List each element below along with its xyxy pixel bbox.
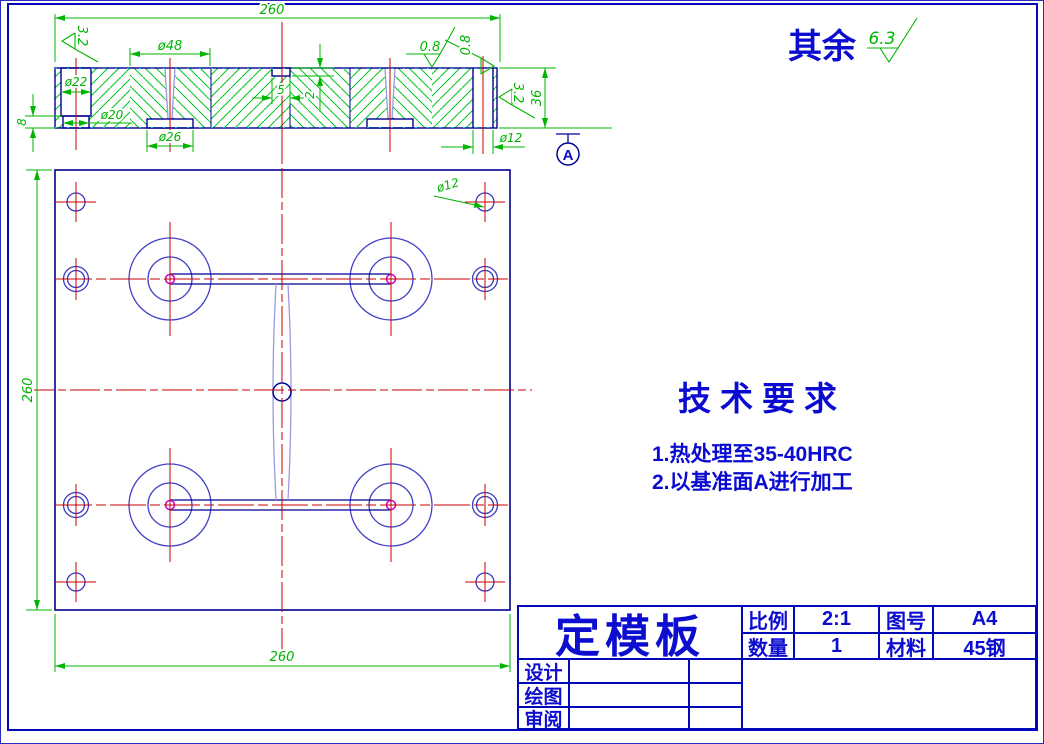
title-block-drawing-no-label: 图号 <box>880 607 934 634</box>
roughness-symbol-top-left <box>60 32 99 63</box>
roughness-symbol-top-right <box>444 39 496 75</box>
dim-hole: ø20 <box>100 108 124 122</box>
centerlines <box>24 22 532 656</box>
roughness-symbol-top <box>406 26 456 69</box>
roughness-symbol-general <box>867 17 918 64</box>
tech-req-item-2: 2.以基准面A进行加工 <box>652 471 853 494</box>
runner-channels <box>170 273 391 511</box>
title-block-qty-label: 数量 <box>743 634 795 660</box>
dim-plan-width: 260 <box>270 650 295 665</box>
dim-pin-base: ø26 <box>158 130 182 144</box>
roughness-right-value: 3.2 <box>510 83 525 104</box>
dim-notch-width: 5 <box>277 83 285 97</box>
title-block-drawing-no-value: A4 <box>934 607 1035 634</box>
title-block-material-value: 45钢 <box>934 634 1035 660</box>
taper-pin-edges <box>164 67 396 120</box>
roughness-symbol-right <box>497 88 536 119</box>
title-block: 定模板 比例 2:1 图号 A4 数量 1 材料 45钢 设计 绘图 审阅 <box>517 605 1037 730</box>
title-block-scale-label: 比例 <box>743 607 795 634</box>
dim-plan-height: 260 <box>21 378 36 403</box>
dim-notch-depth: 2 <box>303 91 317 99</box>
dimension-texts: 260 ø48 ø22 ø20 ø26 5 2 36 ø12 8 260 260… <box>13 1 898 667</box>
roughness-top-left-value: 3.2 <box>74 26 89 47</box>
dim-side-hole: ø12 <box>499 131 523 145</box>
cyan-dashes <box>55 68 497 128</box>
title-block-drafter-label: 绘图 <box>519 684 570 708</box>
title-block-scale-value: 2:1 <box>795 607 880 634</box>
dimension-lines <box>25 14 612 672</box>
roughness-top-value: 0.8 <box>420 40 441 55</box>
title-block-material-label: 材料 <box>880 634 934 660</box>
dim-corner-hole: ø12 <box>434 175 461 195</box>
surface-note-label: 其余 <box>788 27 857 66</box>
title-block-reviewer-date <box>690 708 743 728</box>
title-block-reviewer-label: 审阅 <box>519 708 570 728</box>
dim-counterbore: ø22 <box>64 75 88 89</box>
section-view <box>54 67 498 129</box>
roughness-symbols <box>60 17 918 119</box>
roughness-top-right-value: 0.8 <box>459 35 474 56</box>
title-block-qty-value: 1 <box>795 634 880 660</box>
title-block-drafter-value <box>570 684 690 708</box>
title-block-designer-date <box>690 660 743 684</box>
datum-a: A <box>556 133 580 166</box>
title-block-designer-label: 设计 <box>519 660 570 684</box>
drawing-frame <box>7 3 1038 731</box>
tech-req-item-1: 1.热处理至35-40HRC <box>652 443 853 466</box>
title-block-reviewer-value <box>570 708 690 728</box>
tech-req-title: 技术要求 <box>678 380 846 417</box>
title-block-empty-area <box>743 660 1035 728</box>
dim-section-height: 36 <box>530 90 545 107</box>
dim-step: 8 <box>15 118 29 126</box>
datum-a-label: A <box>563 147 574 164</box>
dim-pin-head: ø48 <box>157 39 183 54</box>
dim-section-width: 260 <box>260 3 285 18</box>
title-block-part-name: 定模板 <box>519 607 743 660</box>
title-block-drafter-date <box>690 684 743 708</box>
title-block-designer-value <box>570 660 690 684</box>
general-roughness-value: 6.3 <box>868 29 895 49</box>
